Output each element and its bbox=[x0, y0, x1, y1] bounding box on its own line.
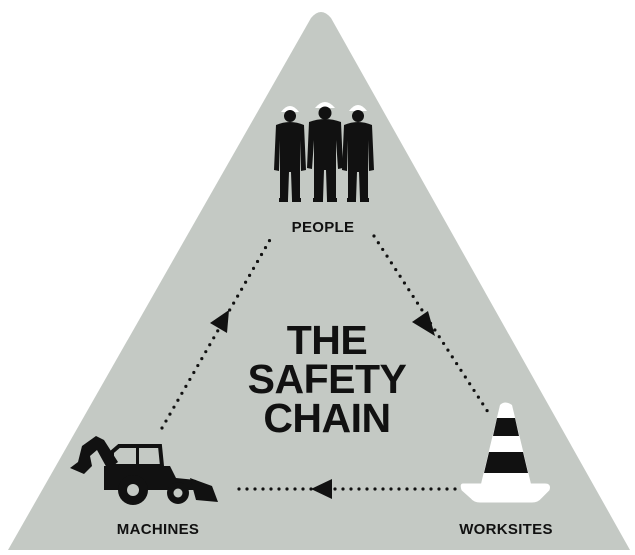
worker-figure bbox=[307, 102, 343, 202]
flow-line-machines-to-people bbox=[160, 236, 273, 430]
arrowhead-to-machines bbox=[311, 479, 332, 499]
backhoe-loader-icon bbox=[70, 436, 218, 505]
title-line-3: CHAIN bbox=[263, 395, 390, 441]
worker-figure bbox=[342, 105, 374, 202]
flow-arrowheads bbox=[210, 310, 435, 499]
machines-label: MACHINES bbox=[117, 521, 199, 538]
diagram-title: THE SAFETY CHAIN bbox=[248, 317, 407, 441]
people-label: PEOPLE bbox=[292, 219, 355, 236]
workers-with-hard-hats-icon bbox=[274, 102, 374, 202]
arrowhead-to-worksites bbox=[412, 311, 435, 336]
background-triangle bbox=[8, 12, 630, 550]
traffic-cone-icon bbox=[460, 402, 550, 503]
worker-figure bbox=[274, 106, 306, 202]
worksites-label: WORKSITES bbox=[459, 521, 553, 538]
title-line-2: SAFETY bbox=[248, 356, 407, 402]
title-line-1: THE bbox=[287, 317, 368, 363]
arrowhead-to-people bbox=[210, 310, 229, 333]
